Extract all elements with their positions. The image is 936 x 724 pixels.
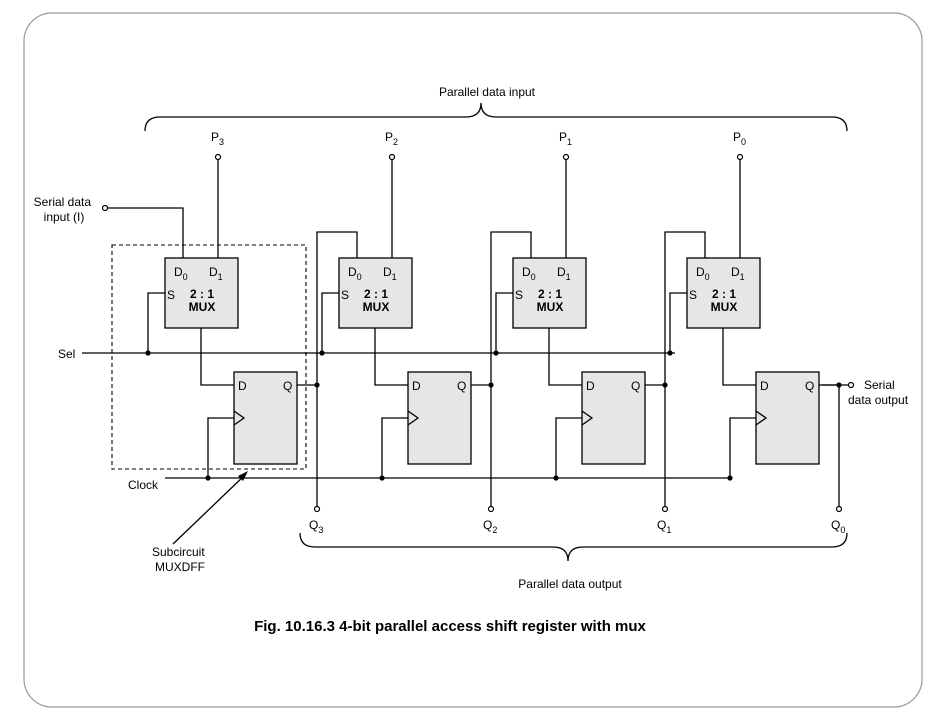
q-junction-0: [836, 382, 842, 388]
mux-type-label: 2 : 1: [712, 287, 736, 301]
mux-d0-label: D0: [174, 265, 188, 282]
ff-q-label: Q: [805, 379, 814, 393]
mux-d0-label: D0: [696, 265, 710, 282]
clock-junction-1: [553, 475, 559, 481]
ff-d-label: D: [760, 379, 769, 393]
q2-terminal[interactable]: [487, 505, 495, 513]
mux-s-label: S: [689, 288, 697, 302]
p0-terminal[interactable]: [736, 153, 744, 161]
mux-name-label: MUX: [537, 300, 564, 314]
ff-q-label: Q: [457, 379, 466, 393]
clock-branch-3: [207, 417, 234, 478]
subcircuit-label: Subcircuit MUXDFF: [152, 545, 208, 574]
mux-type-label: 2 : 1: [364, 287, 388, 301]
parallel-output-label-q1: Q1: [657, 518, 671, 535]
mux-d1-label: D1: [383, 265, 397, 282]
mux-d1-label: D1: [731, 265, 745, 282]
mux-to-ff-wire-3: [200, 328, 234, 386]
clock-junction-3: [205, 475, 211, 481]
mux-d1-label: D1: [557, 265, 571, 282]
clock-triangle-icon: [233, 410, 246, 426]
sel-junction-2: [319, 350, 325, 356]
ff-q-label: Q: [631, 379, 640, 393]
parallel-input-label-p1: P1: [559, 130, 572, 147]
sel-junction-3: [145, 350, 151, 356]
parallel-output-label-q3: Q3: [309, 518, 323, 535]
shift-wire-1: [490, 231, 532, 385]
serial-input-terminal[interactable]: [101, 204, 109, 212]
sel-label: Sel: [58, 347, 75, 361]
clock-junction-2: [379, 475, 385, 481]
ff-d-label: D: [412, 379, 421, 393]
mux-name-label: MUX: [189, 300, 216, 314]
ff-d-label: D: [586, 379, 595, 393]
clock-triangle-icon: [755, 410, 768, 426]
clock-branch-0: [729, 417, 756, 478]
sel-junction-0: [667, 350, 673, 356]
p1-terminal[interactable]: [562, 153, 570, 161]
frame: [23, 12, 923, 708]
serial-output-label: Serial data output: [848, 378, 909, 407]
parallel-input-label-p0: P0: [733, 130, 746, 147]
sel-junction-1: [493, 350, 499, 356]
mux-s-label: S: [515, 288, 523, 302]
shift-wire-0: [664, 231, 706, 385]
clock-label: Clock: [128, 478, 159, 492]
ff-q-label: Q: [283, 379, 292, 393]
output-brace: [299, 532, 848, 562]
q3-terminal[interactable]: [313, 505, 321, 513]
ff-d-label: D: [238, 379, 247, 393]
subcircuit-arrowhead: [238, 471, 248, 481]
parallel-input-label-p3: P3: [211, 130, 224, 147]
shift-wire-2: [316, 231, 358, 385]
clock-triangle-icon: [407, 410, 420, 426]
mux-d1-label: D1: [209, 265, 223, 282]
figure-caption: Fig. 10.16.3 4-bit parallel access shift…: [254, 618, 646, 635]
mux-to-ff-wire-1: [548, 328, 582, 386]
serial-output-terminal[interactable]: [847, 381, 855, 389]
mux-to-ff-wire-0: [722, 328, 756, 386]
mux-type-label: 2 : 1: [190, 287, 214, 301]
p2-terminal[interactable]: [388, 153, 396, 161]
clock-branch-1: [555, 417, 582, 478]
mux-s-label: S: [341, 288, 349, 302]
mux-2: [338, 257, 413, 329]
sel-branch-0: [669, 292, 687, 353]
serial-input-label: Serial data input (I): [34, 195, 95, 224]
q0-terminal[interactable]: [835, 505, 843, 513]
clock-triangle-icon: [581, 410, 594, 426]
subcircuit-muxdff-box: [111, 244, 307, 470]
mux-d0-label: D0: [522, 265, 536, 282]
mux-to-ff-wire-2: [374, 328, 408, 386]
mux-name-label: MUX: [711, 300, 738, 314]
sel-branch-3: [147, 292, 165, 353]
parallel-input-label-p2: P2: [385, 130, 398, 147]
parallel-input-label: Parallel data input: [439, 85, 536, 99]
serial-input-wire: [105, 207, 184, 258]
mux-d0-label: D0: [348, 265, 362, 282]
sel-branch-2: [321, 292, 339, 353]
clock-junction-0: [727, 475, 733, 481]
input-brace: [144, 102, 848, 132]
clock-branch-2: [381, 417, 408, 478]
mux-0: [686, 257, 761, 329]
p3-terminal[interactable]: [214, 153, 222, 161]
parallel-output-label-q0: Q0: [831, 518, 845, 535]
mux-name-label: MUX: [363, 300, 390, 314]
parallel-output-label: Parallel data output: [518, 577, 622, 591]
subcircuit-arrow: [172, 473, 247, 545]
mux-s-label: S: [167, 288, 175, 302]
parallel-output-label-q2: Q2: [483, 518, 497, 535]
sel-branch-1: [495, 292, 513, 353]
q1-terminal[interactable]: [661, 505, 669, 513]
mux-type-label: 2 : 1: [538, 287, 562, 301]
